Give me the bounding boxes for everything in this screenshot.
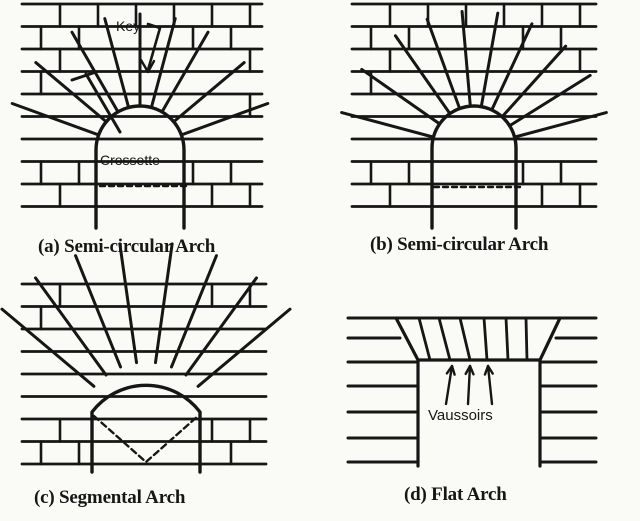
arch-opening: [90, 383, 202, 474]
voussoir-joint: [179, 101, 270, 137]
voussoir-arrowhead: [483, 364, 494, 376]
voussoir-joint: [524, 316, 529, 362]
voussoir-joint: [479, 11, 500, 109]
left-skewback: [394, 316, 420, 468]
voussoir-joint: [160, 30, 210, 114]
voussoir-joint: [425, 17, 462, 111]
voussoir-arrowhead: [464, 364, 475, 376]
voussoir-joint: [513, 111, 608, 139]
arch-opening: [94, 104, 186, 230]
panel-d-flat-arch: [346, 316, 598, 468]
caption-c: (c) Segmental Arch: [34, 487, 186, 508]
voussoir-joint: [437, 316, 452, 362]
voussoir-joint: [172, 61, 246, 124]
voussoir-joint: [0, 307, 96, 388]
panel-b-semicircular-arch: [340, 2, 608, 230]
key-arrow: [146, 22, 162, 72]
voussoir-joint: [196, 307, 292, 388]
voussoir-joint: [500, 44, 568, 119]
key-label: Key: [116, 18, 141, 34]
caption-d: (d) Flat Arch: [404, 484, 507, 505]
voussoir-joint: [508, 73, 592, 128]
caption-b: (b) Semi-circular Arch: [370, 234, 549, 255]
voussoir-joint: [504, 316, 510, 362]
voussoir-arrow: [444, 364, 454, 406]
voussoir-joint: [149, 17, 177, 109]
voussoir-arrowhead: [445, 364, 456, 376]
crossette-hook: [70, 70, 122, 134]
voussoir-joint: [10, 101, 101, 137]
voussoir-joint: [169, 254, 218, 369]
voussoir-arrow: [466, 364, 472, 406]
voussoir-joint: [153, 242, 174, 365]
voussoir-joint: [118, 242, 139, 365]
voussoir-joint: [460, 10, 472, 108]
voussoir-joint: [482, 316, 489, 362]
voussoir-joint: [458, 316, 472, 362]
crossette-label: Crossette: [100, 152, 160, 168]
key-arrowhead: [139, 58, 156, 74]
panel-c-segmental-arch: [0, 242, 292, 474]
voussoir-joint: [103, 17, 131, 109]
voussoir-joint: [417, 316, 432, 362]
right-skewback: [538, 316, 562, 468]
voussoir-joint: [33, 276, 108, 377]
voussoir-joint: [184, 276, 259, 377]
arch-opening: [430, 104, 518, 230]
voussoir-joint: [34, 61, 108, 124]
voussoir-joint: [74, 254, 123, 369]
panel-a-semicircular-arch: [10, 2, 270, 230]
voussoir-joint: [340, 111, 435, 139]
caption-a: (a) Semi-circular Arch: [38, 236, 216, 257]
voussoirs-label: Vaussoirs: [428, 407, 493, 424]
segment-center-lines: [92, 414, 200, 464]
voussoir-joint: [490, 22, 534, 112]
voussoir-joint: [360, 67, 442, 126]
voussoir-joint: [393, 34, 452, 116]
voussoir-arrow: [486, 364, 494, 406]
